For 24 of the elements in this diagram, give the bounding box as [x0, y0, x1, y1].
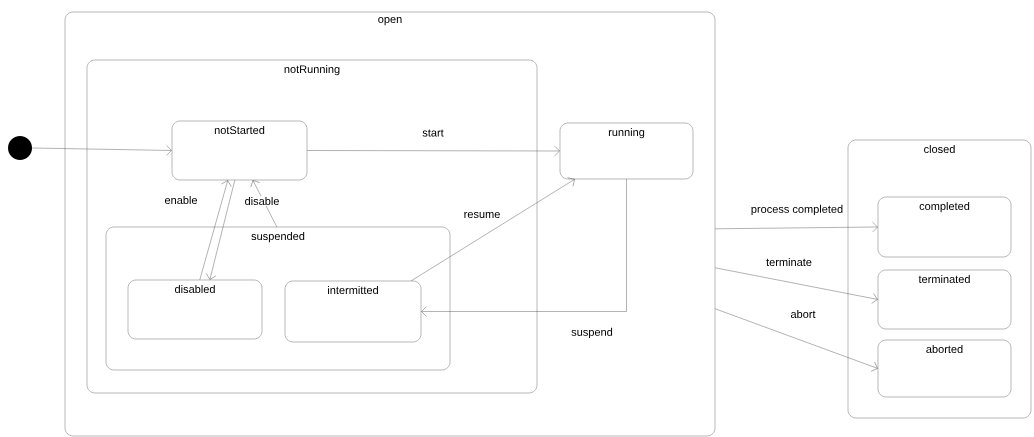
arrow — [32, 145, 172, 156]
arrow — [199, 180, 232, 280]
arrow — [715, 221, 878, 233]
state-box: aborted — [877, 339, 1012, 398]
arrow — [421, 179, 627, 317]
arrow — [411, 177, 575, 281]
edge-label: disable — [243, 195, 281, 207]
edge-label: process completed — [749, 203, 845, 217]
edge-label: resume — [462, 211, 502, 219]
state-box: notStarted — [171, 120, 308, 181]
arrow — [206, 180, 235, 280]
arrow — [307, 145, 560, 157]
edge-label: start — [421, 128, 445, 138]
edge-label: enable — [163, 194, 199, 206]
arrow — [715, 267, 878, 304]
state-box: terminated — [877, 269, 1012, 330]
edge-label: terminate — [765, 256, 813, 268]
state-box: completed — [877, 196, 1012, 258]
arrow — [715, 308, 878, 372]
state-box: disabled — [127, 279, 263, 340]
state-box: running — [559, 122, 694, 180]
state-box: intermitted — [284, 280, 422, 343]
initial-state-dot — [8, 136, 32, 160]
edge-label: abort — [789, 308, 817, 320]
